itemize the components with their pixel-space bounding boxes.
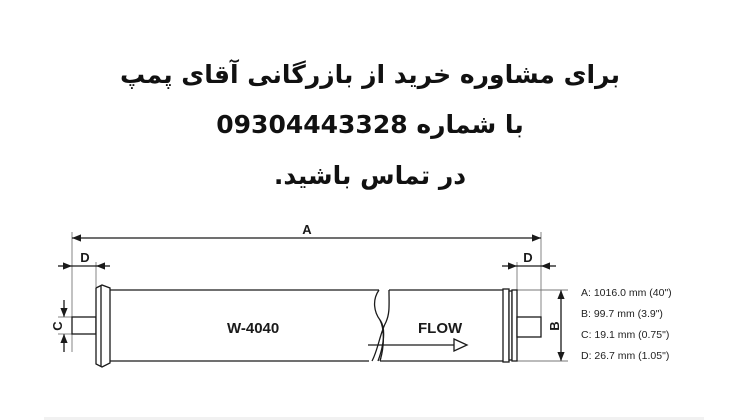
dimension-label-d-left: D [80,250,89,265]
headline-line-1: برای مشاوره خرید از بازرگانی آقای پمپ [119,60,620,89]
diagram-lines [58,232,568,368]
headline-line-2: با شماره 09304443328 [0,112,740,137]
phone-number: 09304443328 [216,110,408,139]
flow-label: FLOW [418,320,463,337]
bottom-divider [44,417,704,420]
spec-row-c: C: 19.1 mm (0.75") [581,329,670,341]
spec-row-b: B: 99.7 mm (3.9") [581,308,663,320]
phone-prefix: با شماره [416,110,524,139]
dimension-label-d-right: D [523,250,532,265]
headline-line-3: در تماس باشید. [273,161,467,190]
dimension-label-c: C [50,321,65,331]
dimension-label-a: A [302,222,312,237]
spec-list: A: 1016.0 mm (40") B: 99.7 mm (3.9") C: … [581,285,672,369]
dimension-label-b: B [547,321,562,330]
membrane-dimension-diagram: A D D C B W-4040 FLOW [50,222,568,368]
spec-row-a: A: 1016.0 mm (40") [581,287,672,299]
model-label: W-4040 [227,320,279,337]
spec-row-d: D: 26.7 mm (1.05") [581,350,670,362]
